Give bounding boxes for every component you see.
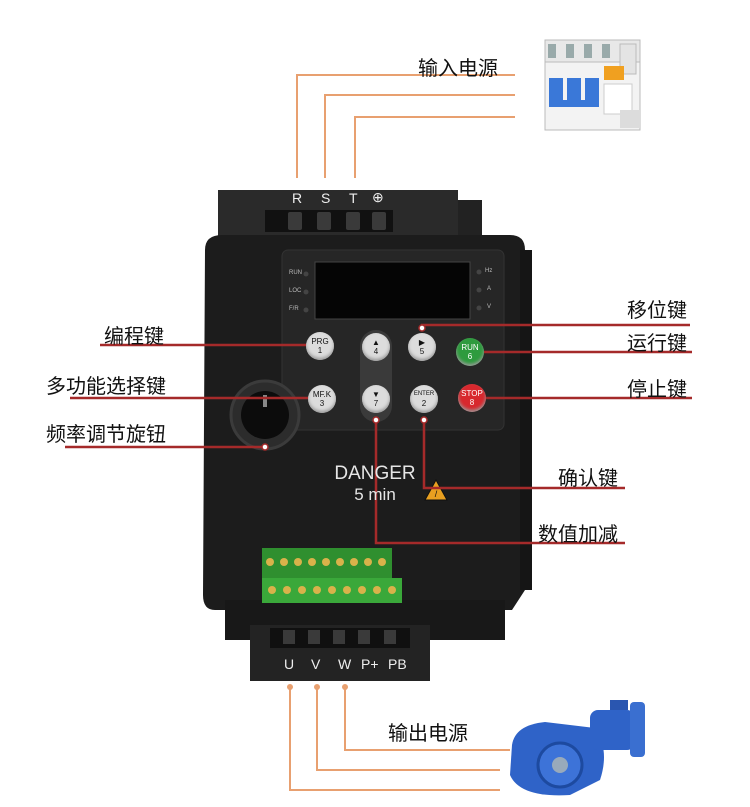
danger-time: 5 min	[354, 485, 396, 504]
vfd-body: /	[203, 190, 532, 681]
up-icon: ▲	[372, 338, 380, 347]
svg-text:/: /	[435, 489, 438, 499]
terminal-r: R	[292, 190, 303, 206]
input-power-label: 输入电源	[418, 56, 498, 80]
terminal-pb: PB	[388, 656, 407, 672]
terminal-p-plus: P+	[361, 656, 379, 672]
terminal-v: V	[311, 656, 321, 672]
input-lines	[296, 74, 515, 178]
prg-key-num: 1	[317, 346, 323, 355]
value-adjust-caption: 数值加减	[538, 522, 618, 546]
led-run-label: RUN	[289, 270, 302, 276]
multifunction-key-label: 多功能选择键	[46, 374, 166, 398]
led-hz-label: Hz	[485, 268, 493, 274]
down-key-num: 7	[373, 399, 379, 408]
output-power-label: 输出电源	[388, 721, 468, 745]
stop-key-caption: 停止键	[627, 377, 687, 401]
terminal-t: T	[349, 190, 358, 206]
shift-key-num: 5	[419, 347, 425, 356]
terminal-s: S	[321, 190, 331, 206]
down-icon: ▼	[372, 390, 380, 399]
frequency-knob-label: 频率调节旋钮	[46, 422, 166, 446]
led-fr-label: F/R	[289, 306, 299, 312]
shift-key[interactable]: ▶5	[408, 333, 436, 361]
mfk-key-label: MF.K	[312, 390, 332, 399]
danger-text: DANGER	[334, 463, 416, 484]
mfk-key-num: 3	[319, 399, 325, 408]
shift-icon: ▶	[418, 338, 426, 347]
down-key[interactable]: ▼7	[362, 385, 390, 413]
up-key[interactable]: ▲4	[362, 333, 390, 361]
led-v-label: V	[487, 304, 492, 310]
stop-key-label: STOP	[461, 389, 483, 398]
run-key-label: RUN	[461, 343, 479, 352]
stop-key-num: 8	[469, 398, 475, 407]
shift-key-caption: 移位键	[627, 298, 687, 322]
enter-key-label: ENTER	[413, 391, 435, 397]
terminal-w: W	[338, 656, 352, 672]
run-key-caption: 运行键	[627, 331, 687, 355]
output-lines	[289, 686, 510, 791]
led-loc-label: LOC	[289, 288, 302, 294]
prg-key-label: PRG	[311, 337, 329, 346]
terminal-ground: ⊕	[372, 189, 384, 205]
enter-key[interactable]: ENTER 2	[410, 385, 438, 413]
motor-image	[510, 700, 645, 796]
up-key-num: 4	[373, 347, 379, 356]
run-key-num: 6	[467, 352, 473, 361]
led-a-label: A	[487, 286, 492, 292]
confirm-key-caption: 确认键	[558, 466, 618, 490]
programming-key-label: 编程键	[104, 324, 164, 348]
terminal-u: U	[284, 656, 295, 672]
circuit-breaker-image	[544, 39, 641, 131]
enter-key-num: 2	[421, 399, 427, 408]
